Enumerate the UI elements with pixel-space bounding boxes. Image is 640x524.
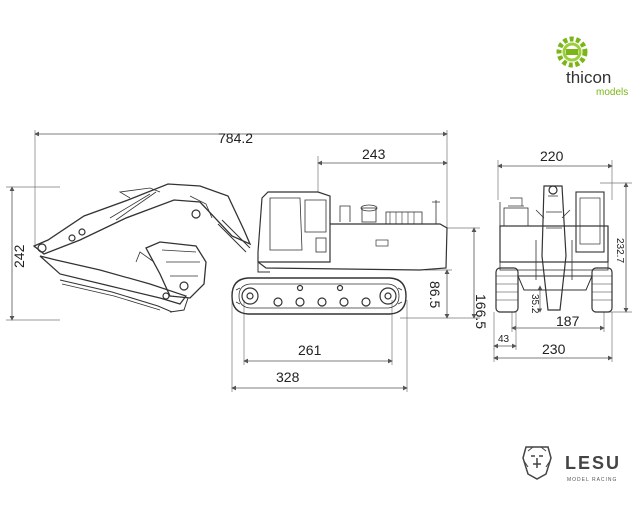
label-front-height: 232.7 [614, 238, 625, 263]
dim-overall-length [34, 130, 448, 248]
label-overall-length: 784.2 [218, 130, 253, 146]
front-machine [495, 185, 613, 313]
side-upper-structure [257, 191, 448, 273]
gear-icon [556, 36, 588, 68]
label-track-total: 328 [276, 369, 300, 385]
lion-head-icon [522, 446, 552, 480]
dim-track-shoe [493, 312, 517, 350]
dim-front-width-top [497, 160, 613, 200]
lesu-logo: LESU MODEL RACING [522, 446, 621, 483]
side-arm-bucket [39, 241, 207, 313]
dim-rear-overhang [317, 156, 448, 192]
dim-track-total [231, 300, 408, 392]
label-overall-width: 230 [542, 341, 566, 357]
label-ground-clearance: 86.5 [427, 281, 443, 308]
lesu-subtitle: MODEL RACING [567, 477, 617, 483]
label-front-width-top: 220 [540, 148, 564, 164]
label-rear-overhang: 243 [362, 146, 386, 162]
dim-track-gauge [511, 312, 605, 332]
label-track-gauge: 187 [556, 313, 580, 329]
side-boom [32, 183, 252, 255]
lesu-wordmark: LESU [565, 453, 621, 473]
dim-body-height [400, 227, 480, 319]
side-track [231, 277, 407, 315]
label-height: 242 [11, 244, 27, 268]
dim-ground-clearance [425, 269, 452, 319]
thicon-logo: thicon models [556, 36, 628, 98]
dim-height [6, 186, 60, 321]
label-front-clearance: 35.2 [529, 294, 540, 314]
thicon-models-wordmark: models [596, 87, 628, 98]
thicon-wordmark: thicon [566, 68, 611, 87]
label-track-length: 261 [298, 342, 322, 358]
side-view: 784.2 243 242 166.5 86.5 [6, 130, 489, 392]
front-view: 220 232.7 35.2 187 43 [493, 148, 632, 362]
label-track-shoe: 43 [498, 334, 510, 345]
label-body-height: 166.5 [473, 294, 489, 329]
dim-track-length [243, 300, 393, 365]
dim-overall-width [493, 312, 613, 362]
